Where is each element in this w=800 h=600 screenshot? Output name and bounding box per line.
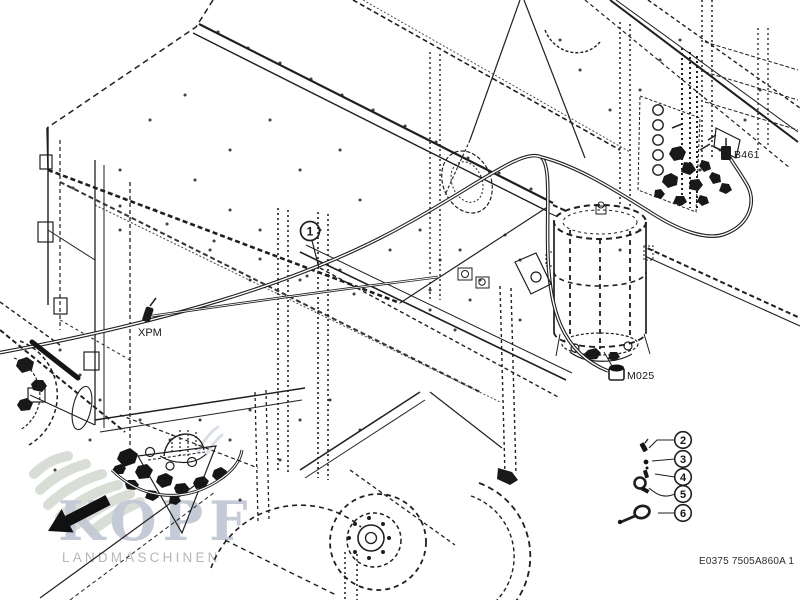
- wheel-hub: [210, 391, 532, 600]
- callout-1: 1: [299, 220, 321, 269]
- valve-block: [637, 95, 732, 213]
- direction-arrow-icon: [48, 495, 111, 533]
- watermark-subtitle: LANDMASCHINEN: [62, 550, 221, 565]
- top-braces: [352, 0, 631, 196]
- legend-item-5: 5: [633, 476, 693, 504]
- legend-item-3: 3: [643, 449, 693, 469]
- svg-text:2: 2: [680, 435, 686, 447]
- stamp-fragment: [196, 425, 224, 457]
- component-labels: XPM B461 M025: [138, 149, 760, 382]
- legend-item-2: 2: [639, 430, 693, 453]
- pin-part-icon: [639, 442, 648, 453]
- svg-text:5: 5: [680, 489, 686, 501]
- hydraulic-cables: [0, 138, 754, 381]
- right-frame: [584, 0, 800, 238]
- bolt-dots: [53, 30, 762, 502]
- b461-connector: [721, 146, 731, 160]
- m025-cap: [608, 364, 625, 381]
- svg-text:4: 4: [680, 472, 687, 484]
- bolt-part-icon: [643, 469, 649, 479]
- bolt-head-dot: [645, 466, 649, 470]
- svg-text:6: 6: [680, 508, 686, 520]
- legend-item-4: 4: [643, 466, 693, 487]
- ring-part-icon: [633, 504, 651, 520]
- label-m025: M025: [627, 370, 654, 382]
- screw-part-icon: [643, 459, 649, 465]
- label-b461: B461: [734, 149, 760, 161]
- parts-legend: 2 3 4 5 6: [617, 430, 693, 525]
- kopf-watermark: KOPF LANDMASCHINEN: [29, 425, 247, 565]
- hopper-box: [46, 0, 800, 403]
- left-frame: [27, 128, 131, 445]
- svg-text:3: 3: [680, 454, 686, 466]
- callout-1-number: 1: [307, 225, 314, 239]
- xpm-connector: [142, 306, 154, 323]
- label-xpm: XPM: [138, 327, 162, 339]
- pump-assembly: [94, 387, 306, 505]
- document-code: E0375 7505A860A 1: [699, 556, 794, 567]
- legend-item-6: 6: [617, 503, 693, 525]
- hydraulic-tank: [545, 201, 654, 367]
- clamp-part-icon: [633, 476, 647, 490]
